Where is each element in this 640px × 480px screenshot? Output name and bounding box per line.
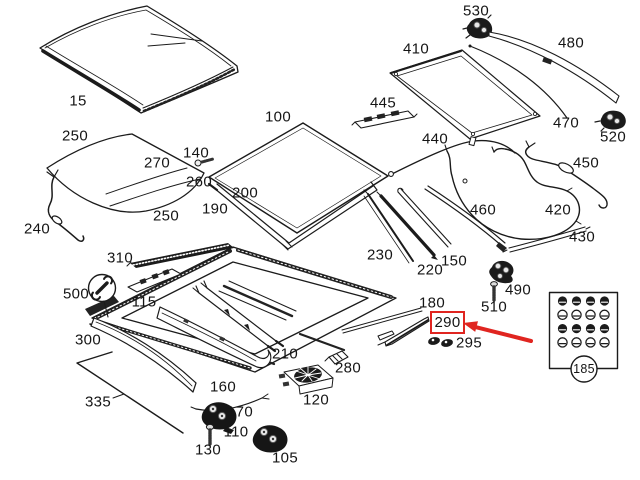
part-445-strip (351, 110, 418, 129)
part-250-headliner (46, 133, 205, 213)
part-label-115: 115 (131, 293, 157, 311)
part-100-glass-panel (208, 122, 389, 234)
part-210-drive-cables (192, 280, 285, 353)
part-310-deflector-net (126, 243, 234, 268)
part-520-motor (594, 110, 626, 132)
part-label-290: 290 (434, 314, 461, 331)
part-label-105: 105 (272, 449, 298, 467)
part-label-500: 500 (63, 285, 89, 303)
part-290-slide-rail (377, 316, 430, 347)
part-label-300: 300 (75, 331, 101, 349)
part-140-screw (194, 157, 215, 167)
part-160-sunshade-rail (156, 306, 272, 369)
part-470-seal (468, 44, 568, 119)
part-label-480: 480 (558, 34, 584, 52)
part-335-seal-strip (76, 351, 184, 434)
part-label-260: 260 (186, 173, 212, 191)
parts-230-220-150-guide-rails (363, 187, 452, 264)
part-label-220: 220 (417, 261, 443, 279)
part-450-cable-harness (525, 140, 608, 209)
part-120-drive-motor (278, 364, 334, 395)
part-label-460: 460 (470, 201, 496, 219)
part-label-180: 180 (419, 294, 445, 312)
part-label-270: 270 (144, 154, 170, 172)
part-label-280: 280 (335, 359, 361, 377)
part-label-230: 230 (367, 246, 393, 264)
part-label-150: 150 (441, 252, 467, 270)
part-295-clips (428, 337, 453, 347)
part-label-450: 450 (573, 154, 599, 172)
part-510-screw (490, 281, 498, 302)
fastener-kit-box (548, 291, 619, 383)
part-label-335: 335 (85, 393, 111, 411)
part-label-310: 310 (107, 249, 133, 267)
part-label-170: 170 (227, 403, 253, 421)
part-label-250-bottom: 250 (153, 207, 179, 225)
part-115-bracket (127, 268, 182, 293)
part-label-140: 140 (183, 144, 209, 162)
highlight-arrow (463, 321, 533, 343)
part-15-roof-panel (39, 5, 239, 114)
part-280-clip (324, 350, 349, 365)
highlight-box-290: 290 (430, 311, 465, 334)
part-460-seal-strip (424, 185, 507, 252)
part-label-190: 190 (202, 200, 228, 218)
part-490-bracket (489, 260, 514, 284)
part-label-530: 530 (463, 2, 489, 20)
part-label-250-top: 250 (62, 127, 88, 145)
part-label-110: 110 (223, 423, 249, 441)
part-label-160: 160 (210, 378, 236, 396)
part-label-510: 510 (481, 298, 507, 316)
part-label-210: 210 (272, 345, 298, 363)
part-105-motor (252, 425, 288, 453)
part-110-motor (201, 402, 237, 434)
part-480-deflector-panel (488, 31, 620, 104)
part-label-490: 490 (505, 281, 531, 299)
part-label-200: 200 (232, 184, 258, 202)
part-130-screw (205, 423, 215, 446)
part-label-100: 100 (265, 108, 291, 126)
part-label-15: 15 (69, 92, 87, 110)
part-440-cable (388, 136, 516, 177)
part-label-130: 130 (195, 441, 221, 459)
part-label-420: 420 (545, 201, 571, 219)
part-410-rear-frame (389, 49, 541, 140)
part-530-motor (462, 14, 493, 39)
part-240-cable (46, 169, 85, 242)
fastener-grid (557, 296, 610, 348)
part-label-445: 445 (370, 94, 396, 112)
part-label-440: 440 (422, 130, 448, 148)
part-300-deflector-blade (90, 317, 197, 393)
part-label-470: 470 (553, 114, 579, 132)
part-200-seal-frame (207, 181, 378, 251)
part-label-185: 185 (573, 361, 595, 376)
part-label-520: 520 (600, 128, 626, 146)
part-430-strip (502, 226, 591, 253)
part-420-wire-loop (444, 144, 582, 241)
part-label-430: 430 (569, 228, 595, 246)
part-label-295: 295 (456, 334, 482, 352)
part-label-410: 410 (403, 40, 429, 58)
part-label-120: 120 (303, 391, 329, 409)
part-180-trim-strip (341, 307, 423, 334)
part-label-240: 240 (24, 220, 50, 238)
wrench-tool-icon (87, 273, 117, 318)
